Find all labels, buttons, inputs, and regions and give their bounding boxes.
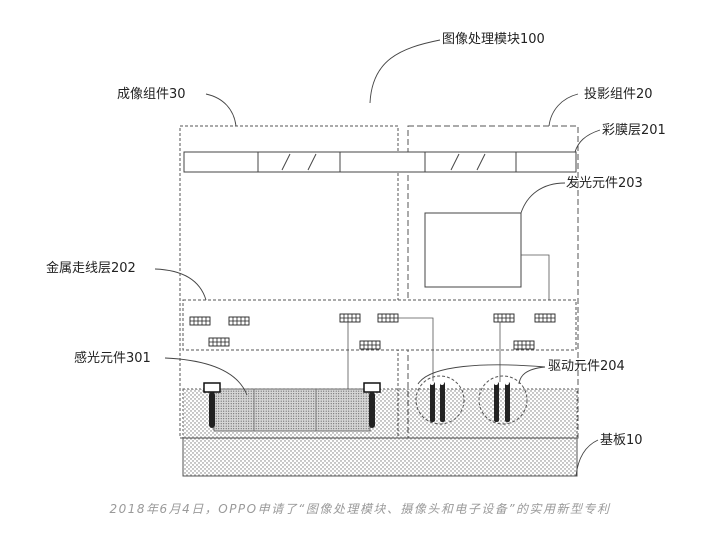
label-imaging-assembly: 成像组件30 [117, 87, 186, 102]
light-emitter-box [424, 212, 522, 288]
projection-assembly-outline [407, 125, 579, 439]
label-light-emitter: 发光元件203 [566, 176, 643, 191]
photosensor-region [213, 388, 371, 432]
label-driver-element: 驱动元件204 [548, 359, 625, 374]
substrate-base [182, 437, 578, 477]
color-film-layer [183, 151, 577, 173]
label-metal-trace-layer: 金属走线层202 [46, 261, 136, 276]
figure-caption: 2018年6月4日，OPPO申请了“图像处理模块、摄像头和电子设备”的实用新型专… [109, 502, 611, 516]
label-image-processing-module: 图像处理模块100 [442, 32, 545, 47]
structure-diagram [154, 39, 601, 477]
label-photosensor: 感光元件301 [74, 351, 151, 366]
driver-element-left [415, 375, 465, 425]
driver-element-right [478, 375, 528, 425]
label-color-film-layer: 彩膜层201 [602, 123, 666, 138]
leader-lines [154, 39, 601, 477]
label-projection-assembly: 投影组件20 [584, 87, 653, 102]
photosensor-post-right [363, 382, 381, 428]
photosensor-post-left [203, 382, 221, 428]
label-substrate: 基板10 [600, 433, 643, 448]
